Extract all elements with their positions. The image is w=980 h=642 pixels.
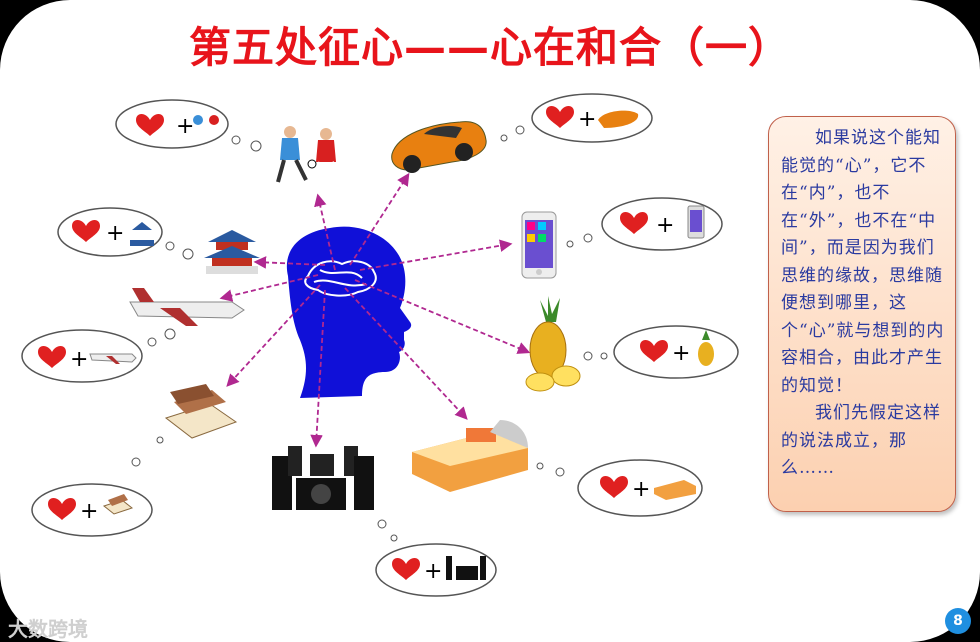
thought-bubble-soccer: +	[115, 99, 262, 152]
soccer-players-image	[276, 126, 342, 185]
note-paragraph-2: 我们先假定这样的说法成立，那么……	[781, 403, 941, 478]
pineapple-image	[525, 296, 581, 392]
plus-sign: +	[176, 114, 194, 139]
thought-arrows	[219, 172, 531, 448]
thought-bubble-phone: +	[566, 197, 723, 251]
plus-sign: +	[578, 107, 596, 132]
thought-bubble-books: +	[31, 436, 164, 537]
thought-bubble-bed: +	[536, 459, 703, 517]
books-image	[164, 384, 238, 439]
thought-bubble-car: +	[500, 93, 653, 143]
smartphone-image	[521, 211, 557, 279]
thought-bubble-airplane: +	[21, 328, 176, 383]
watermark-logo: 大数跨境	[8, 617, 88, 641]
temple-of-heaven-image	[204, 230, 260, 274]
explanation-note: 如果说这个能知能觉的“心”，它不在“内”，也不在“外”，也不在“中间”，而是因为…	[768, 116, 956, 512]
plus-sign: +	[656, 213, 674, 238]
plus-sign: +	[80, 499, 98, 524]
plus-sign: +	[70, 347, 88, 372]
sports-car-image	[391, 121, 487, 173]
page-number-badge: 8	[945, 608, 971, 634]
slide-title: 第五处征心——心在和合（一）	[188, 23, 791, 72]
airplane-image	[129, 288, 245, 326]
thought-bubble-speakers: +	[375, 519, 497, 597]
plus-sign: +	[672, 341, 690, 366]
thought-bubble-pineapple: +	[583, 325, 739, 379]
plus-sign: +	[106, 221, 124, 246]
plus-sign: +	[424, 559, 442, 584]
head-silhouette	[286, 226, 412, 398]
speaker-system-image	[272, 446, 374, 510]
bed-image	[412, 420, 528, 492]
plus-sign: +	[632, 477, 650, 502]
thought-bubble-temple: +	[57, 207, 194, 260]
note-paragraph-1: 如果说这个能知能觉的“心”，它不在“内”，也不在“外”，也不在“中间”，而是因为…	[781, 128, 945, 396]
